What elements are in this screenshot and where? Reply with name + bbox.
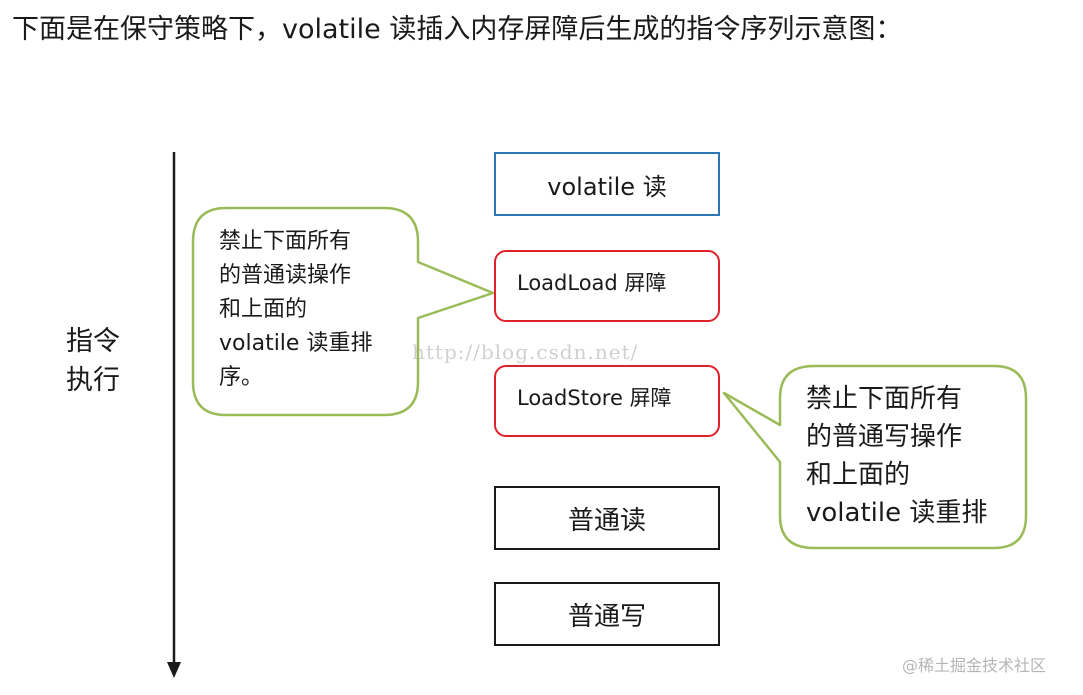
loadload-barrier-box: LoadLoad 屏障	[494, 250, 720, 322]
juejin-watermark: @稀土掘金技术社区	[902, 656, 1047, 675]
callout-right-bubble	[722, 364, 1028, 550]
normal-write-label: 普通写	[567, 601, 646, 632]
volatile-read-box: volatile 读	[494, 152, 720, 216]
volatile-read-label: volatile 读	[547, 172, 667, 201]
execution-arrow-head	[167, 662, 181, 678]
callout-left-bubble	[191, 206, 495, 417]
axis-label-line1: 指令	[66, 326, 120, 357]
axis-label-instruction-execution: 指令 执行	[66, 322, 130, 400]
axis-label-line2: 执行	[66, 365, 120, 396]
normal-write-box: 普通写	[494, 582, 720, 646]
loadload-barrier-label: LoadLoad 屏障	[517, 271, 667, 295]
normal-read-box: 普通读	[494, 486, 720, 550]
loadstore-barrier-box: LoadStore 屏障	[494, 365, 720, 437]
callout-left-text: 禁止下面所有 的普通读操作 和上面的 volatile 读重排 序。	[219, 229, 373, 390]
loadstore-barrier-label: LoadStore 屏障	[517, 386, 672, 410]
csdn-watermark: http://blog.csdn.net/	[412, 340, 639, 364]
normal-read-label: 普通读	[567, 505, 646, 536]
page-heading: 下面是在保守策略下，volatile 读插入内存屏障后生成的指令序列示意图：	[12, 14, 903, 45]
callout-right-text: 禁止下面所有 的普通写操作 和上面的 volatile 读重排	[806, 384, 988, 528]
